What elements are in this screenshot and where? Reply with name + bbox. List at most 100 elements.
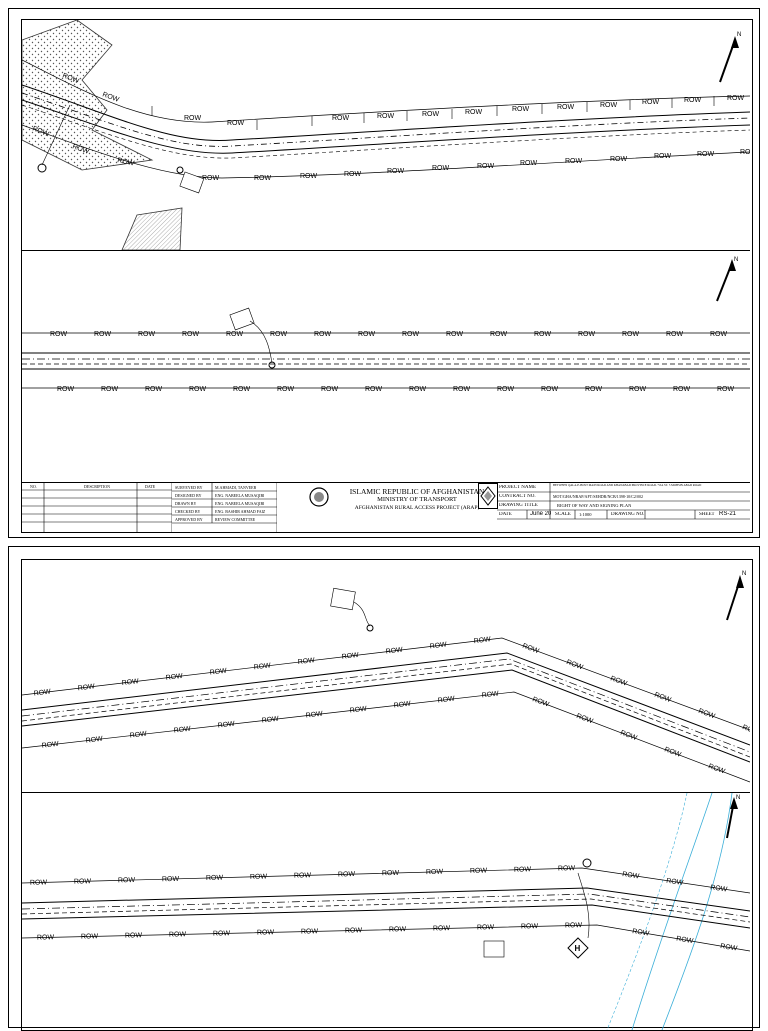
row-line-bottom <box>22 924 750 952</box>
role-label: DESIGNED BY <box>175 493 202 498</box>
row-label: ROW <box>189 386 207 393</box>
contract-no-value: MOT/GHA/NRAP/AFT/SEHDR/NCB/1398-10/C2/00… <box>553 494 644 499</box>
row-label: ROW <box>81 933 99 940</box>
svg-text:ROW: ROW <box>254 175 272 182</box>
row-line-bottom <box>22 691 750 783</box>
svg-text:N: N <box>736 795 740 801</box>
drawing-title-label: DRAWING TITLE <box>499 503 538 508</box>
row-label: ROW <box>226 331 244 338</box>
row-label: ROW <box>209 668 227 677</box>
svg-text:ROW: ROW <box>465 109 483 116</box>
row-label: ROW <box>118 877 136 884</box>
svg-text:ROW: ROW <box>227 120 245 127</box>
row-label: ROW <box>477 924 495 931</box>
row-label: ROW <box>653 692 672 705</box>
role-value: ENG. NABEELA MUSAQIBI <box>215 493 265 498</box>
row-label: ROW <box>514 866 532 873</box>
drawing-sheet-1: ROW ROW ROW ROW ROW ROW ROW ROW ROW ROW … <box>8 8 760 538</box>
row-label: ROW <box>710 331 728 338</box>
row-label: ROW <box>321 386 339 393</box>
row-line-top <box>22 59 750 123</box>
role-value: REVIEW COMMITTEE <box>215 517 256 522</box>
drawing-no-label: DRAWING NO. <box>611 512 645 517</box>
svg-text:ROW: ROW <box>642 99 660 106</box>
org-block: ISLAMIC REPUBLIC OF AFGHANISTAN MINISTRY… <box>277 483 497 533</box>
project-name-value: BETWEEN QALA-E-BOST MAIN ROAD AND KHANAB… <box>553 484 702 487</box>
row-label: ROW <box>250 873 268 880</box>
row-label: ROW <box>358 331 376 338</box>
row-label: ROW <box>393 700 411 709</box>
role-value: M.AHMADI, TANVEER <box>215 485 257 490</box>
row-label: ROW <box>697 708 716 721</box>
row-label: ROW <box>521 643 540 656</box>
row-labels-2a-bottom: ROWROWROWROWROWROWROWROWROWROWROWROWROWR… <box>41 690 726 775</box>
row-label: ROW <box>632 928 650 938</box>
row-label: ROW <box>433 925 451 932</box>
row-label: ROW <box>169 931 187 938</box>
plan-panel-2a: ROW ROW ROW ROW ROW ROW ROW ROW ROW ROW ROW ROW ROW R… <box>22 560 750 793</box>
row-label: ROW <box>622 871 640 880</box>
row-label: ROW <box>182 331 200 338</box>
title-block: NO. DESCRIPTION DATE <box>22 482 750 533</box>
project-name-label: PROJECT NAME <box>499 485 536 490</box>
north-arrow-2a: N <box>726 571 746 621</box>
row-label: ROW <box>338 871 356 878</box>
svg-text:ROW: ROW <box>117 157 136 167</box>
row-label: ROW <box>37 934 55 941</box>
row-label: ROW <box>349 706 367 715</box>
row-labels-2a-top: ROW ROW ROW ROW ROW ROW ROW ROW ROW ROW ROW ROW ROW R… <box>33 636 750 737</box>
row-label: ROW <box>575 713 594 726</box>
sheet-label: SHEET <box>699 512 715 517</box>
arap-logo-box <box>478 483 498 509</box>
row-label: ROW <box>389 926 407 933</box>
row-label: ROW <box>490 331 508 338</box>
revision-table: NO. DESCRIPTION DATE <box>22 483 172 533</box>
row-label: ROW <box>270 331 288 338</box>
drawing-title-value: RIGHT OF WAY AND SIGNING PLAN <box>557 503 632 508</box>
row-label: ROW <box>707 763 726 776</box>
row-label: ROW <box>409 386 427 393</box>
row-label: ROW <box>666 331 684 338</box>
org-line-3: AFGHANISTAN RURAL ACCESS PROJECT (ARAP) <box>354 505 480 511</box>
row-label: ROW <box>253 662 271 671</box>
svg-text:N: N <box>734 257 738 263</box>
arap-logo-icon <box>480 486 496 506</box>
row-label: ROW <box>305 711 323 720</box>
role-label: DRAWN BY <box>175 501 197 506</box>
row-label: ROW <box>565 659 584 672</box>
row-label: ROW <box>33 688 51 697</box>
role-value: ENG. NABEELA MUSAQIBI <box>215 501 265 506</box>
row-label: ROW <box>165 673 183 682</box>
row-label: ROW <box>437 695 455 704</box>
rev-header-no: NO. <box>30 484 37 489</box>
row-label: ROW <box>578 331 596 338</box>
row-label: ROW <box>121 678 139 687</box>
row-label: ROW <box>558 865 576 872</box>
row-label: ROW <box>710 884 728 893</box>
marker-circle <box>37 163 47 173</box>
row-label: ROW <box>382 870 400 877</box>
row-label: ROW <box>565 922 583 929</box>
row-label: ROW <box>741 724 750 737</box>
row-label: ROW <box>585 386 603 393</box>
rev-header-description: DESCRIPTION <box>84 484 111 489</box>
plan-panel-1b: ROW ROW ROW ROW ROW ROW ROW ROW ROW ROW ROW ROW ROW R… <box>22 251 750 481</box>
station-ticks-1a <box>151 96 715 130</box>
row-label: ROW <box>145 386 163 393</box>
svg-text:N: N <box>737 32 741 38</box>
row-label: ROW <box>531 696 550 709</box>
row-label: ROW <box>41 741 59 750</box>
svg-text:H: H <box>575 944 581 953</box>
north-arrow-1a: N <box>719 32 741 83</box>
sign-callout-box <box>179 171 205 194</box>
rev-header-date: DATE <box>145 484 156 489</box>
svg-text:ROW: ROW <box>697 151 715 158</box>
plan-panel-2b: ROW ROW ROW ROW ROW ROW ROW ROW ROW ROW ROW ROW ROW R… <box>22 793 750 1030</box>
row-label: ROW <box>138 331 156 338</box>
row-label: ROW <box>30 879 48 886</box>
row-label: ROW <box>541 386 559 393</box>
svg-text:ROW: ROW <box>684 97 702 104</box>
row-label: ROW <box>470 867 488 874</box>
road-edge-top <box>22 84 750 142</box>
